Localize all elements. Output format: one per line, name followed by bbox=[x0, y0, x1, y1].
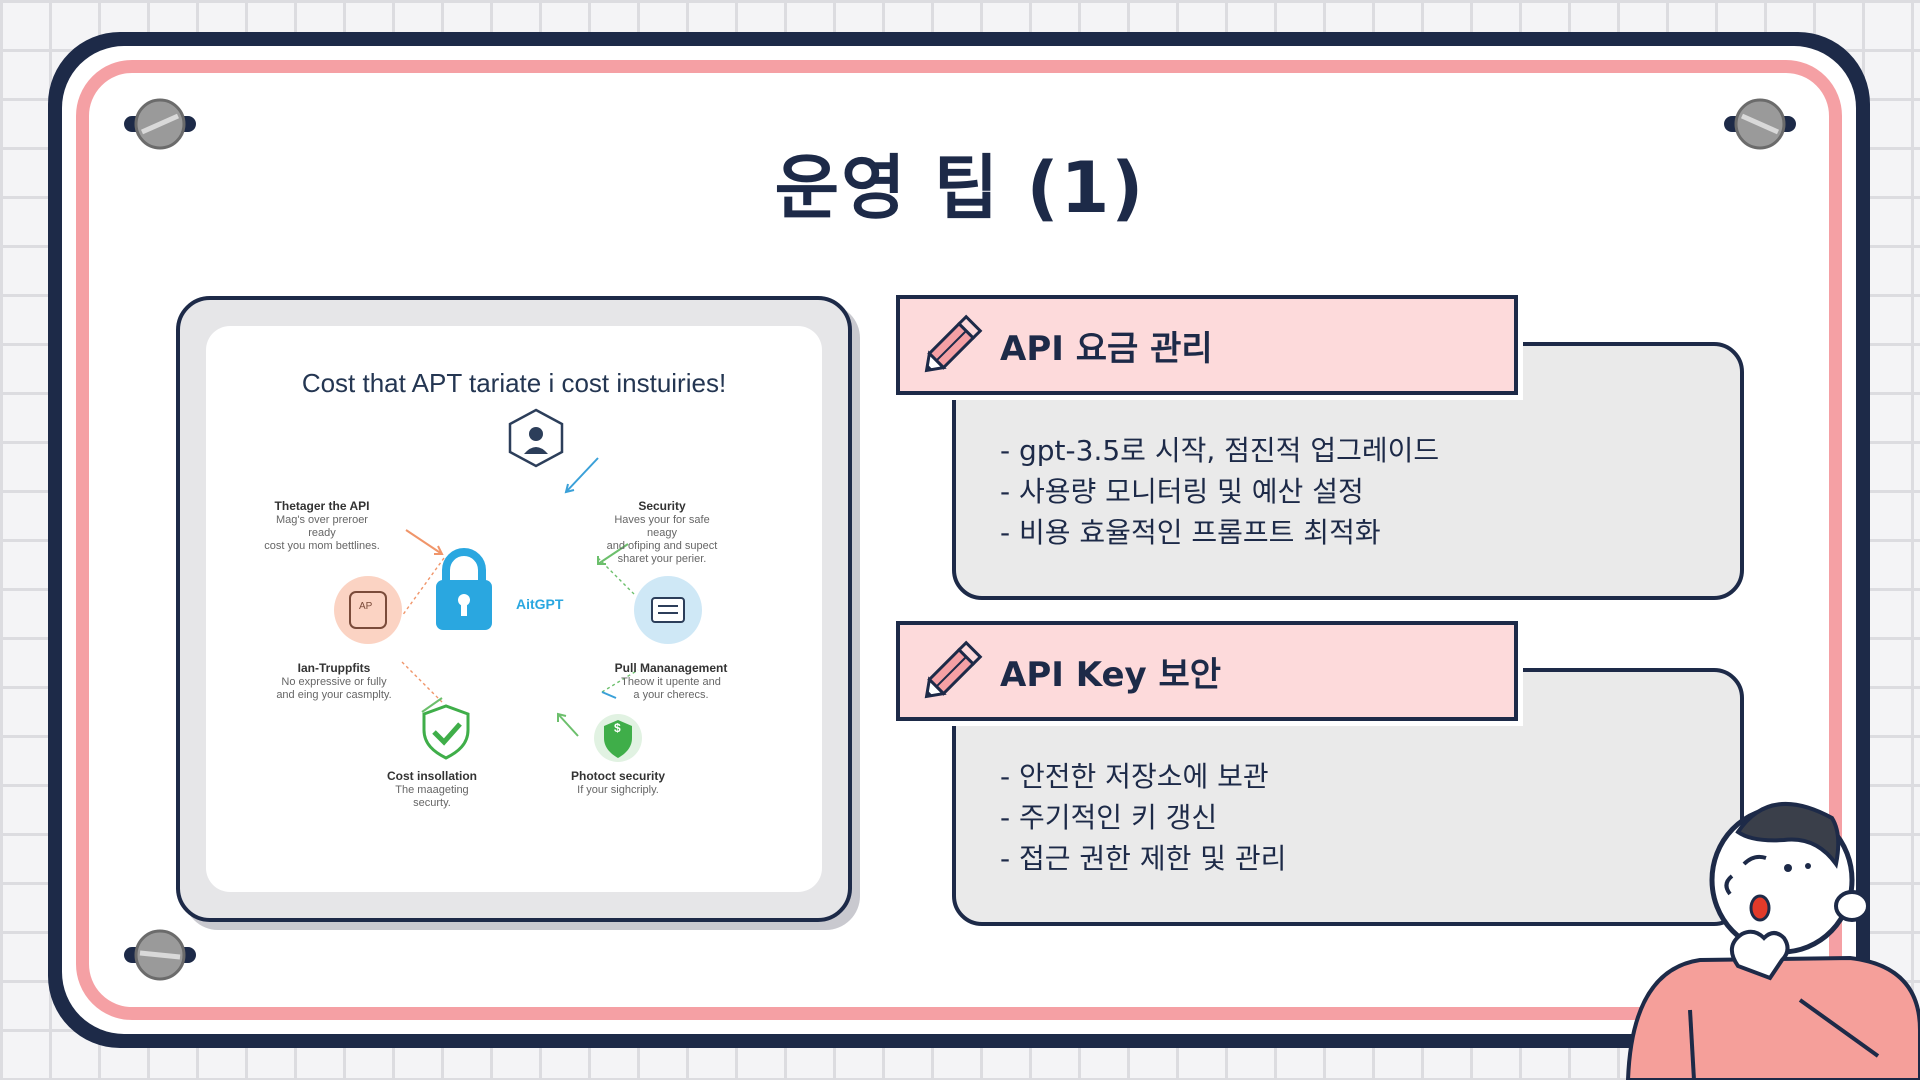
api-badge-icon bbox=[334, 576, 402, 644]
screw-icon bbox=[1724, 98, 1796, 150]
pencil-icon bbox=[924, 314, 983, 373]
infographic-item: Photoct security If your sighcriply. bbox=[570, 769, 666, 797]
check-shield-icon bbox=[422, 704, 470, 760]
screw-icon bbox=[124, 929, 196, 981]
list-item: - 비용 효율적인 프롬프트 최적화 bbox=[1000, 516, 1381, 549]
security-card-header: API Key 보안 bbox=[896, 621, 1518, 721]
infographic-item: Cost insollation The maageting securty. bbox=[387, 769, 477, 810]
security-tips-list: - 안전한 저장소에 보관 - 주기적인 키 갱신 - 접근 권한 제한 및 관… bbox=[1000, 756, 1286, 879]
shield-symbol: $ bbox=[614, 721, 621, 735]
pencil-icon bbox=[924, 640, 983, 699]
infographic-title: Cost that APT tariate i cost instuiries! bbox=[301, 368, 727, 398]
lock-icon bbox=[442, 548, 486, 584]
infographic-diagram bbox=[334, 408, 702, 762]
screw-icon bbox=[124, 98, 196, 150]
api-badge-text: AP bbox=[359, 601, 373, 612]
infographic-item: Ian-Truppfits No expressive or fully and… bbox=[276, 661, 392, 702]
list-item: - 주기적인 키 갱신 bbox=[1000, 801, 1218, 834]
cost-card-header: API 요금 관리 bbox=[896, 295, 1518, 395]
list-item: - 접근 권한 제한 및 관리 bbox=[1000, 842, 1287, 875]
cost-tips-list: - gpt-3.5로 시작, 점진적 업그레이드 - 사용량 모니터링 및 예산… bbox=[1000, 430, 1439, 553]
list-item: - 사용량 모니터링 및 예산 설정 bbox=[1000, 475, 1364, 508]
center-label: AitGPT bbox=[516, 596, 564, 612]
security-card-title: API Key 보안 bbox=[1000, 655, 1222, 695]
slide-title: 운영 팁 (1) bbox=[774, 147, 1146, 229]
list-item: - gpt-3.5로 시작, 점진적 업그레이드 bbox=[1000, 434, 1440, 467]
thinking-character-illustration bbox=[1625, 802, 1920, 1080]
board-pink-border bbox=[76, 60, 1842, 1020]
infographic-item: Pull Mananagement Theow it upente and a … bbox=[614, 661, 728, 702]
list-item: - 안전한 저장소에 보관 bbox=[1000, 760, 1269, 793]
infographic-image: Cost that APT tariate i cost instuiries! bbox=[206, 326, 822, 892]
infographic-item: Thetager the API Mag's over preroer read… bbox=[264, 499, 380, 553]
infographic-frame: Cost that APT tariate i cost instuiries! bbox=[176, 296, 852, 922]
cost-card-title: API 요금 관리 bbox=[1000, 329, 1213, 369]
infographic-item: Security Haves your for safe neagy and o… bbox=[606, 499, 718, 566]
